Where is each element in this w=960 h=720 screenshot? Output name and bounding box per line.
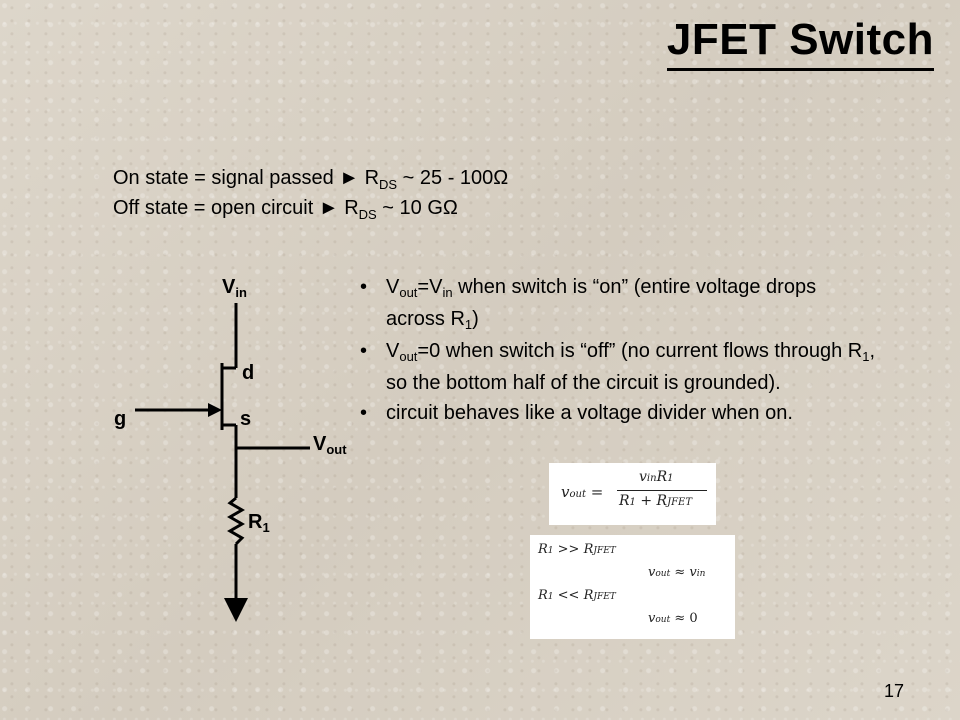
resistor-icon bbox=[227, 496, 245, 546]
bullet-voltage-divider: • circuit behaves like a voltage divider… bbox=[360, 402, 793, 424]
eq1-numerator: vinR1 bbox=[639, 469, 674, 485]
on-state-sub: DS bbox=[379, 177, 398, 192]
bullet-vout-off: • Vout=0 when switch is “off” (no curren… bbox=[360, 340, 876, 394]
source-label: s bbox=[240, 408, 252, 430]
on-state-text: On state = signal passed ► R bbox=[113, 167, 380, 189]
on-state-line: On state = signal passed ► RDS ~ 25 - 10… bbox=[113, 167, 508, 192]
off-state-value: ~ 10 GΩ bbox=[376, 197, 458, 219]
eq2-line-4: vout ≈ 0 bbox=[648, 611, 698, 626]
eq2-line-1: R1 >> RJFET bbox=[538, 542, 616, 557]
gate-arrow-icon bbox=[208, 403, 222, 417]
bullet-list: • Vout=Vin when switch is “on” (entire v… bbox=[360, 272, 880, 428]
equation-vout-divider: vout = vinR1 R1 + RJFET bbox=[549, 463, 716, 525]
ground-arrow-icon bbox=[224, 598, 248, 622]
vin-label: Vin bbox=[222, 276, 247, 300]
eq1-denominator: R1 + RJFET bbox=[619, 493, 693, 509]
eq1-fraction-bar bbox=[617, 490, 707, 491]
on-state-value: ~ 25 - 100Ω bbox=[397, 167, 509, 189]
r1-label: R1 bbox=[248, 511, 270, 535]
equation-limits: R1 >> RJFET vout ≈ vin R1 << RJFET vout … bbox=[530, 535, 735, 639]
gate-label: g bbox=[114, 408, 127, 430]
eq2-line-3: R1 << RJFET bbox=[538, 588, 616, 603]
off-state-line: Off state = open circuit ► RDS ~ 10 GΩ bbox=[113, 197, 458, 222]
slide-title: JFET Switch bbox=[666, 12, 934, 71]
page-number: 17 bbox=[883, 681, 904, 701]
drain-label: d bbox=[242, 362, 255, 384]
eq2-line-2: vout ≈ vin bbox=[648, 565, 706, 580]
off-state-sub: DS bbox=[358, 207, 377, 222]
vout-label: Vout bbox=[313, 433, 347, 457]
bullet-vout-on: • Vout=Vin when switch is “on” (entire v… bbox=[360, 276, 817, 332]
off-state-text: Off state = open circuit ► R bbox=[113, 197, 359, 219]
